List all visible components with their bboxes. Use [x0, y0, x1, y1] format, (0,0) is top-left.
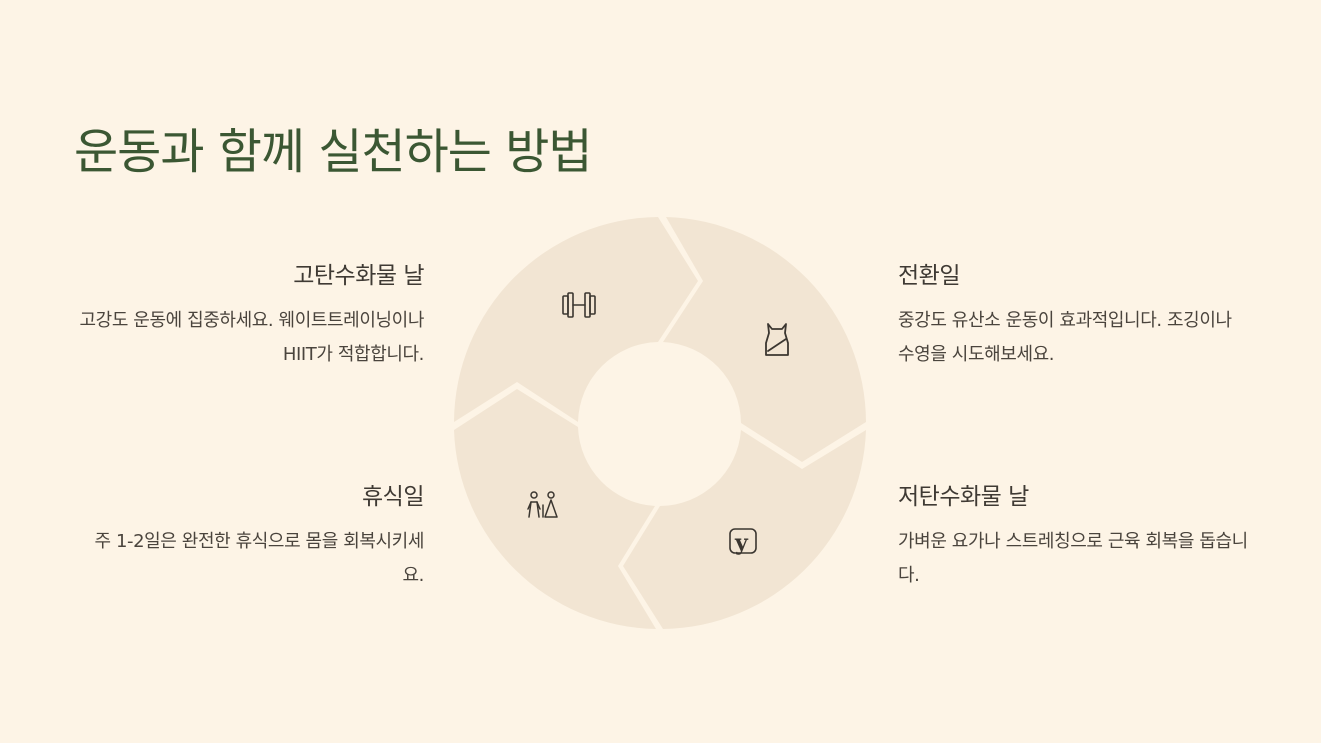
step-transition-day: 전환일 중강도 유산소 운동이 효과적입니다. 조깅이나 수영을 시도해보세요.	[898, 256, 1248, 372]
step-high-carb-day: 고탄수화물 날 고강도 운동에 집중하세요. 웨이트트레이닝이나 HIIT가 적…	[74, 256, 425, 372]
step-description: 중강도 유산소 운동이 효과적입니다. 조깅이나 수영을 시도해보세요.	[898, 310, 1232, 365]
family-icon	[527, 491, 558, 518]
dumbbell-icon	[562, 292, 596, 318]
step-heading: 저탄수화물 날	[898, 484, 1029, 510]
page-title: 운동과 함께 실천하는 방법	[74, 124, 593, 180]
yoga-icon	[729, 528, 757, 554]
step-rest-day: 휴식일 주 1-2일은 완전한 휴식으로 몸을 회복시키세요.	[74, 477, 424, 593]
cycle-diagram: y	[454, 217, 866, 629]
segment-bottom-left	[454, 389, 656, 629]
yoga-icon-glyph: y	[734, 530, 749, 556]
step-heading: 고탄수화물 날	[293, 263, 424, 289]
step-description: 고강도 운동에 집중하세요. 웨이트트레이닝이나 HIIT가 적합합니다.	[79, 310, 425, 365]
step-low-carb-day: 저탄수화물 날 가벼운 요가나 스트레칭으로 근육 회복을 돕습니다.	[898, 477, 1248, 593]
tank-top-icon	[765, 323, 789, 356]
step-heading: 휴식일	[362, 484, 424, 510]
step-heading: 전환일	[898, 263, 960, 289]
step-description: 가벼운 요가나 스트레칭으로 근육 회복을 돕습니다.	[898, 531, 1248, 586]
segment-top-right	[663, 217, 866, 462]
step-description: 주 1-2일은 완전한 휴식으로 몸을 회복시키세요.	[94, 531, 424, 586]
segment-top-left	[454, 217, 698, 422]
